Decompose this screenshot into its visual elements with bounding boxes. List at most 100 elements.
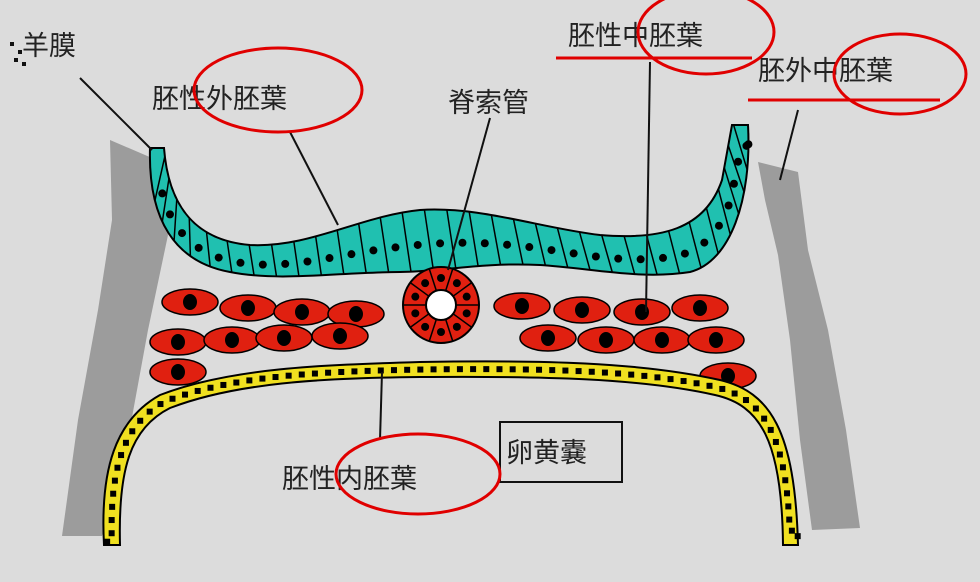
endoderm-nucleus — [694, 380, 700, 386]
label-extraembryonic-ectoderm: 胚性外胚葉 — [152, 84, 287, 115]
endoderm-nucleus — [654, 374, 660, 380]
endoderm-nucleus — [589, 369, 595, 375]
endoderm-nucleus — [549, 367, 555, 373]
endoderm-nucleus — [118, 452, 124, 458]
endoderm-nucleus — [431, 366, 437, 372]
endoderm-nucleus — [417, 367, 423, 373]
endoderm-nucleus — [523, 366, 529, 372]
endoderm-nucleus — [719, 386, 725, 392]
endoderm-nucleus — [457, 366, 463, 372]
notochord-nucleus — [421, 279, 429, 287]
endoderm-nucleus — [259, 376, 265, 382]
notochord-nucleus — [421, 323, 429, 331]
endoderm-nucleus — [470, 366, 476, 372]
ectoderm-nucleus — [436, 239, 444, 247]
mesoderm-nucleus — [171, 334, 185, 350]
endoderm-nucleus — [628, 372, 634, 378]
ectoderm-nucleus — [481, 239, 489, 247]
endoderm-nucleus — [233, 380, 239, 386]
endoderm-nucleus — [157, 401, 163, 407]
notochord-nucleus — [453, 279, 461, 287]
endoderm-nucleus — [615, 371, 621, 377]
endoderm-nucleus — [365, 368, 371, 374]
endoderm-nucleus — [761, 416, 767, 422]
ectoderm-nucleus — [458, 239, 466, 247]
endoderm-nucleus — [773, 439, 779, 445]
endoderm-nucleus — [182, 392, 188, 398]
endoderm-nucleus — [681, 378, 687, 384]
endoderm-nucleus — [246, 377, 252, 383]
mesoderm-nucleus — [541, 330, 555, 346]
ectoderm-nucleus — [734, 158, 742, 166]
endoderm-nucleus — [147, 409, 153, 415]
mesoderm-nucleus — [515, 298, 529, 314]
mesoderm-nucleus — [693, 300, 707, 316]
endoderm-nucleus — [109, 517, 115, 523]
endoderm-nucleus — [786, 517, 792, 523]
mesoderm-nucleus — [241, 300, 255, 316]
endoderm-nucleus — [338, 369, 344, 375]
ectoderm-nucleus — [700, 239, 708, 247]
ectoderm-nucleus — [681, 250, 689, 258]
ectoderm-nucleus — [391, 243, 399, 251]
endoderm-nucleus — [536, 367, 542, 373]
ectoderm-nucleus — [215, 254, 223, 262]
endoderm-nucleus — [753, 406, 759, 412]
endoderm-nucleus — [312, 371, 318, 377]
endoderm-nucleus — [123, 440, 129, 446]
endoderm-nucleus — [743, 397, 749, 403]
endoderm-nucleus — [562, 368, 568, 374]
endoderm-nucleus — [777, 451, 783, 457]
ectoderm-nucleus — [730, 180, 738, 188]
notochord-nucleus — [437, 274, 445, 282]
mesoderm-nucleus — [171, 364, 185, 380]
ectoderm-nucleus — [158, 189, 166, 197]
mesoderm-nucleus — [295, 304, 309, 320]
endoderm-nucleus — [195, 388, 201, 394]
endoderm-nucleus — [114, 465, 120, 471]
endoderm-nucleus — [768, 427, 774, 433]
endoderm-nucleus — [137, 418, 143, 424]
label-amnion: 羊膜 — [22, 31, 76, 62]
endoderm-nucleus — [404, 367, 410, 373]
ectoderm-nucleus — [281, 260, 289, 268]
label-extraembryonic-mesoderm: 胚外中胚葉 — [758, 56, 893, 87]
endoderm-nucleus — [391, 367, 397, 373]
ectoderm-nucleus — [303, 258, 311, 266]
notochord-nucleus — [463, 293, 471, 301]
label-intraembryonic-endoderm: 胚性内胚葉 — [282, 464, 417, 495]
ectoderm-nucleus — [414, 241, 422, 249]
endoderm-nucleus — [207, 385, 213, 391]
ectoderm-nucleus — [369, 246, 377, 254]
mesoderm-nucleus — [575, 302, 589, 318]
endoderm-nucleus — [299, 372, 305, 378]
ectoderm-nucleus — [570, 249, 578, 257]
ectoderm-nucleus — [637, 255, 645, 263]
ectoderm-nucleus — [195, 244, 203, 252]
endoderm-nucleus — [782, 477, 788, 483]
endoderm-nucleus — [576, 368, 582, 374]
endoderm-nucleus — [785, 503, 791, 509]
notochord-nucleus — [453, 323, 461, 331]
endoderm-nucleus — [483, 366, 489, 372]
endoderm-nucleus — [220, 382, 226, 388]
ectoderm-nucleus — [547, 246, 555, 254]
ectoderm-nucleus — [725, 201, 733, 209]
endoderm-nucleus — [109, 530, 115, 536]
endoderm-nucleus — [780, 464, 786, 470]
ectoderm-nucleus — [744, 140, 752, 148]
endoderm-nucleus — [510, 366, 516, 372]
endoderm-nucleus — [732, 391, 738, 397]
ectoderm-nucleus — [347, 250, 355, 258]
label-yolk-sac: 卵黄嚢 — [506, 438, 587, 469]
endoderm-nucleus — [109, 504, 115, 510]
endoderm-nucleus — [110, 491, 116, 497]
endoderm-nucleus — [351, 368, 357, 374]
ectoderm-nucleus — [659, 254, 667, 262]
mesoderm-nucleus — [655, 332, 669, 348]
endoderm-nucleus — [641, 373, 647, 379]
notochord-nucleus — [437, 328, 445, 336]
endoderm-nucleus — [602, 370, 608, 376]
endoderm-nucleus — [444, 366, 450, 372]
